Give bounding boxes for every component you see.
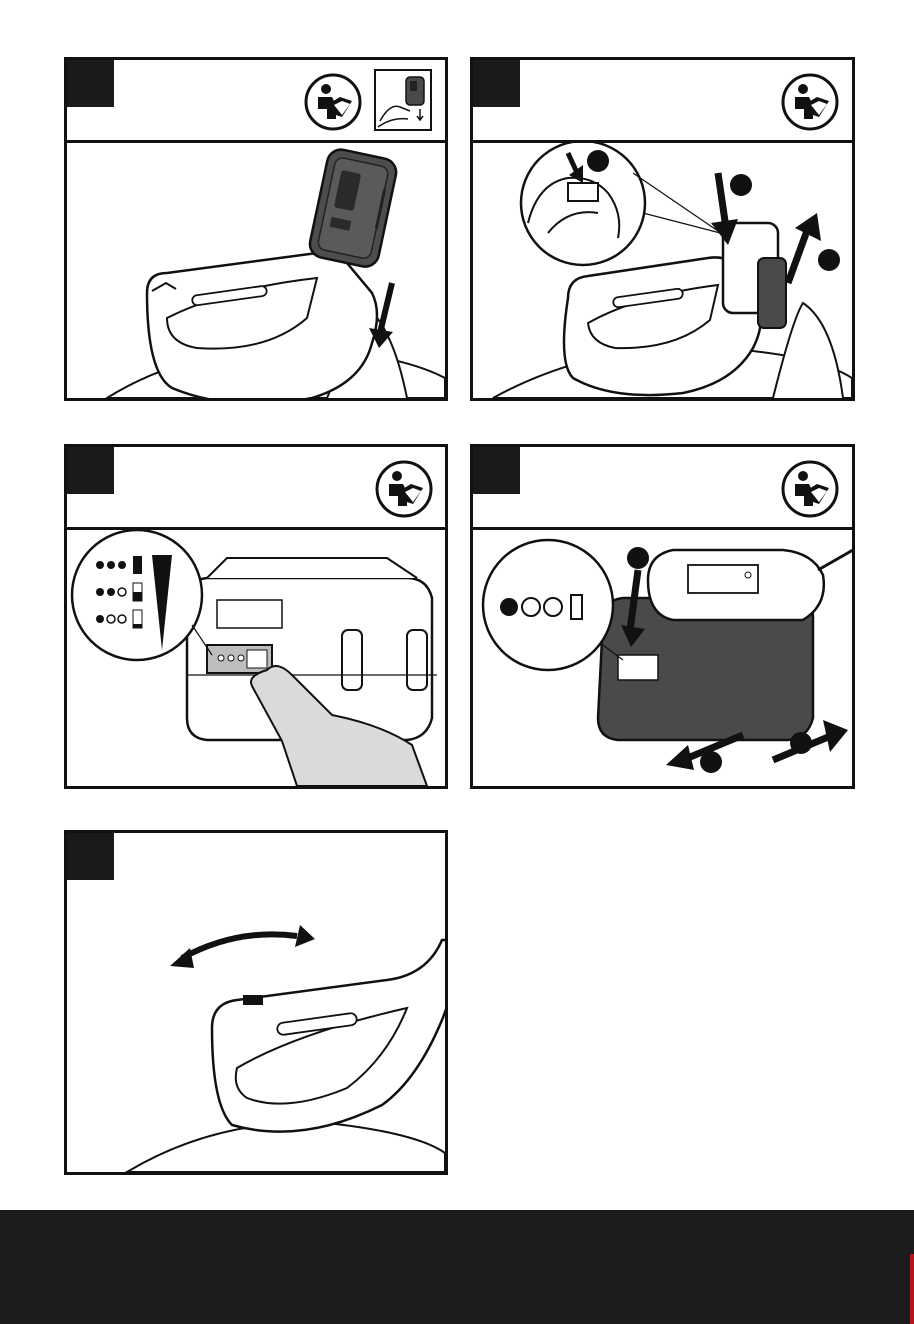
- panel-header: [473, 60, 852, 143]
- read-manual-icon: [375, 460, 433, 518]
- read-manual-icon: [781, 460, 839, 518]
- panel-illustration: [473, 530, 852, 786]
- panel-illustration: [67, 530, 445, 786]
- illustration-handle-adjust: [67, 833, 445, 1172]
- step-number-block: [473, 60, 520, 107]
- accent-edge: [910, 1254, 914, 1324]
- panel-illustration: [67, 143, 445, 398]
- read-manual-icon: [304, 73, 362, 131]
- illustration-battery-insert: [67, 143, 445, 398]
- step-number-block: [67, 447, 114, 494]
- step-number-block: [67, 60, 114, 107]
- illustration-battery-charger: [473, 530, 852, 786]
- illustration-charge-indicator: [67, 530, 445, 786]
- read-manual-icon: [781, 73, 839, 131]
- illustration-battery-release: [473, 143, 852, 398]
- panel-battery-release: [470, 57, 855, 401]
- panel-battery-charger: [470, 444, 855, 789]
- step-number-block: [67, 833, 114, 880]
- step-number-block: [473, 447, 520, 494]
- thumbnail-battery-icon: [374, 69, 432, 131]
- panel-header: [473, 447, 852, 530]
- panel-illustration: [473, 143, 852, 398]
- panel-header: [67, 60, 445, 143]
- footer-band: [0, 1210, 914, 1324]
- panel-header: [67, 447, 445, 530]
- panel-battery-install: [64, 57, 448, 401]
- panel-handle-adjust: [64, 830, 448, 1175]
- panel-charge-indicator: [64, 444, 448, 789]
